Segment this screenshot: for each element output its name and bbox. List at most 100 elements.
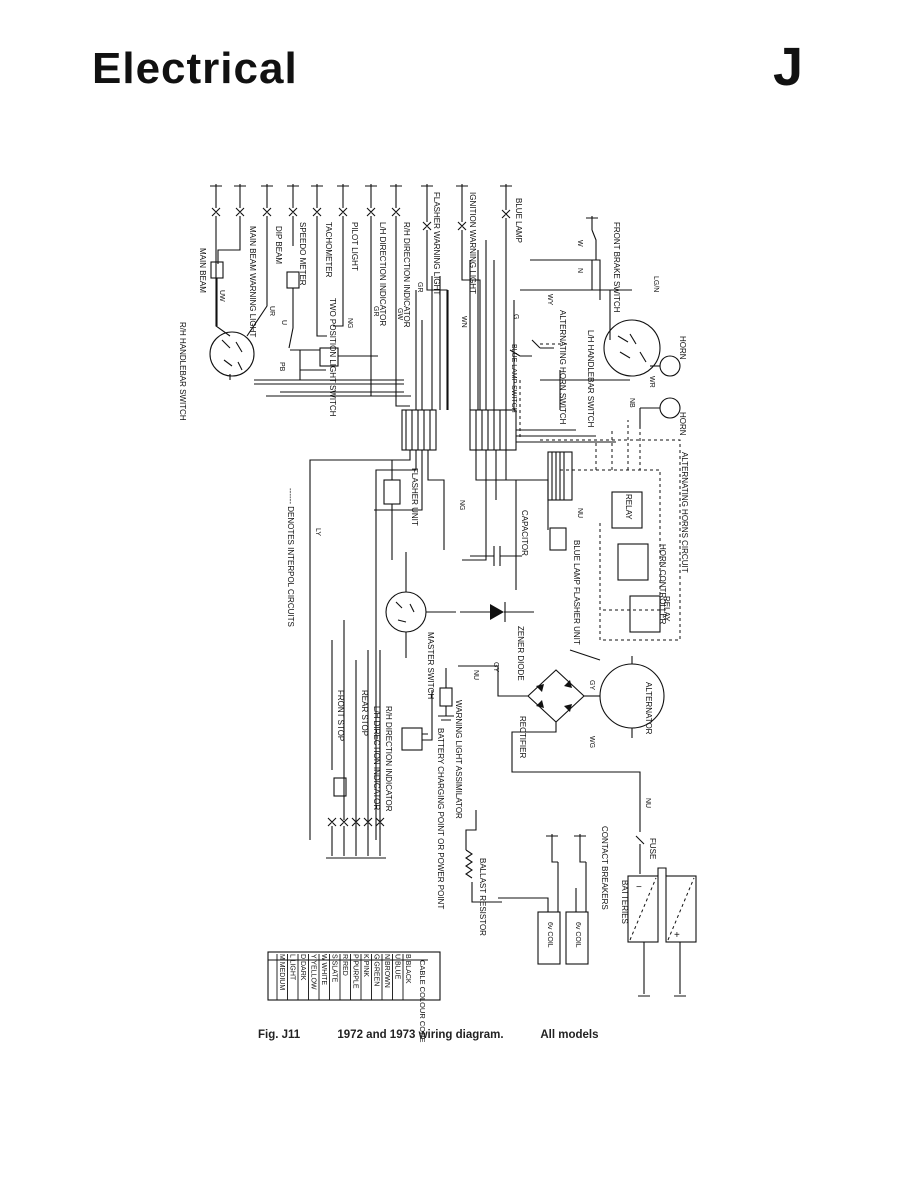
- battery-point: BATTERY CHARGING POINT OR POWER POINT: [401, 690, 445, 909]
- svg-text:GY: GY: [492, 662, 499, 672]
- rectifier-label: RECTIFIER: [518, 716, 527, 758]
- svg-text:WG: WG: [588, 736, 595, 748]
- svg-text:U: U: [280, 320, 287, 325]
- warning-assimilator: WARNING LIGHT ASSIMILATOR: [438, 668, 463, 819]
- alternator: ALTERNATOR: [569, 649, 665, 738]
- colour-code-title: CABLE COLOUR CODE: [418, 960, 427, 1043]
- warning-assim-label: WARNING LIGHT ASSIMILATOR: [454, 700, 463, 819]
- front-stop-label: FRONT STOP: [336, 690, 345, 741]
- svg-text:N: N: [576, 268, 583, 273]
- svg-text:UR: UR: [268, 306, 275, 316]
- svg-text:−: −: [636, 882, 642, 893]
- svg-text:NU: NU: [644, 798, 651, 808]
- contact-breakers: CONTACT BREAKERS: [546, 826, 609, 912]
- top-lamp-row: MAIN BEAM MAIN BEAM WARNING LIGHT DIP BE…: [198, 184, 523, 410]
- colour-code-row: B BLACK: [404, 954, 411, 984]
- svg-text:NB: NB: [628, 398, 635, 408]
- contact-breakers-label: CONTACT BREAKERS: [600, 826, 609, 910]
- front-brake-switch: FRONT BRAKE SWITCH: [586, 216, 632, 313]
- batteries-label: BATTERIES: [620, 880, 629, 924]
- page-title: Electrical: [92, 44, 298, 93]
- svg-text:WY: WY: [546, 294, 553, 306]
- colour-code-row: U BLUE: [394, 954, 401, 980]
- ignition-coils: 6v COIL 6v COIL: [498, 888, 589, 965]
- svg-text:GW: GW: [396, 308, 403, 320]
- relay1-label: RELAY: [624, 494, 633, 520]
- blue-lamp-flasher-label: BLUE LAMP FLASHER UNIT: [572, 540, 581, 645]
- two-position-label: TWO POSITION LIGHT SWITCH: [328, 298, 337, 417]
- figure-models: All models: [540, 1029, 599, 1041]
- colour-code-row: Y YELLOW: [310, 954, 317, 990]
- blue-lamp-flasher: BLUE LAMP FLASHER UNIT: [549, 527, 581, 645]
- master-switch: MASTER SWITCH: [385, 552, 456, 699]
- blue-lamp-label: BLUE LAMP: [514, 198, 523, 243]
- svg-text:+: +: [674, 930, 680, 941]
- svg-text:NU: NU: [576, 508, 583, 518]
- lh-ind-rear-label: L/H DIRECTION INDICATOR: [372, 706, 381, 810]
- ballast-resistor: BALLAST RESISTOR: [465, 810, 502, 936]
- lh-handlebar-switch: L/H HANDLEBAR SWITCH: [586, 319, 661, 428]
- flasher-unit: FLASHER UNIT: [383, 460, 419, 560]
- svg-text:GY: GY: [588, 680, 595, 690]
- rear-lamp-row: R/H DIRECTION INDICATOR L/H DIRECTION IN…: [326, 620, 393, 859]
- section-letter: J: [773, 37, 804, 97]
- rh-handlebar-label: R/H HANDLEBAR SWITCH: [178, 322, 187, 421]
- colour-code-row: P PURPLE: [352, 954, 359, 989]
- figure-title: 1972 and 1973 wiring diagram.: [337, 1029, 504, 1041]
- svg-text:GR: GR: [372, 306, 379, 317]
- batteries: − + BATTERIES: [620, 867, 697, 997]
- colour-code-row: S SLATE: [331, 954, 338, 983]
- horn1-label: HORN: [678, 336, 687, 360]
- svg-text:W: W: [576, 240, 583, 247]
- dip-beam-label: DIP BEAM: [274, 226, 283, 264]
- speedo-label: SPEEDO METER: [298, 222, 307, 286]
- lh-indicator-label: L/H DIRECTION INDICATOR: [378, 222, 387, 326]
- svg-text:LY: LY: [314, 528, 321, 536]
- alt-horns-circuit: ALTERNATING HORNS CIRCUIT RELAY HORN CON…: [519, 343, 689, 641]
- zener-diode: ZENER DIODE: [460, 602, 534, 681]
- ballast-label: BALLAST RESISTOR: [478, 858, 487, 936]
- flasher-unit-label: FLASHER UNIT: [410, 468, 419, 526]
- alt-horn-switch: ALTERNATING HORN SWITCH BLUE LAMP SWITCH: [509, 310, 567, 425]
- terminal-block-left: [401, 409, 437, 451]
- horn-controller-label: HORN CONTROLLER: [658, 544, 667, 625]
- capacitor-label: CAPACITOR: [520, 510, 529, 556]
- ignition-warning-label: IGNITION WARNING LIGHT: [468, 192, 477, 294]
- capacitor: CAPACITOR: [470, 510, 529, 566]
- colour-code-row: D DARK: [299, 954, 306, 981]
- rh-handlebar-switch: R/H HANDLEBAR SWITCH: [178, 322, 255, 421]
- horn-2: HORN: [639, 397, 687, 436]
- svg-text:UW: UW: [218, 290, 225, 302]
- two-position-switch: TWO POSITION LIGHT SWITCH: [290, 298, 378, 417]
- coil2-label: 6v COIL: [574, 922, 581, 948]
- horn2-label: HORN: [678, 412, 687, 436]
- main-beam-label: MAIN BEAM: [198, 248, 207, 293]
- figure-number: Fig. J11: [258, 1029, 301, 1041]
- fuse-label: FUSE: [648, 838, 657, 859]
- front-brake-label: FRONT BRAKE SWITCH: [612, 222, 621, 313]
- wire-labels: UW UR U NG GR GW GR WN WY PB LY LG/N NB …: [218, 240, 659, 808]
- alternator-label: ALTERNATOR: [644, 682, 653, 735]
- relay2-label: RELAY: [662, 596, 671, 622]
- colour-code-row: M MEDIUM: [278, 954, 285, 990]
- main-beam-warning-label: MAIN BEAM WARNING LIGHT: [248, 226, 257, 337]
- harness-trunks: [229, 238, 630, 840]
- alt-horns-circuit-label: ALTERNATING HORNS CIRCUIT: [680, 452, 689, 573]
- colour-code-row: W WHITE: [320, 954, 327, 985]
- rh-indicator-label: R/H DIRECTION INDICATOR: [402, 222, 411, 328]
- lh-handlebar-label: L/H HANDLEBAR SWITCH: [586, 330, 595, 428]
- svg-text:LG/N: LG/N: [652, 276, 659, 292]
- terminal-block-right: [469, 409, 517, 451]
- svg-text:G: G: [512, 314, 519, 319]
- colour-code-row: L LIGHT: [289, 954, 296, 981]
- interpol-note: ------ DENOTES INTERPOL CIRCUITS: [286, 488, 295, 627]
- svg-text:WN: WN: [460, 316, 467, 328]
- colour-code-row: N BROWN: [383, 954, 390, 988]
- svg-text:NG: NG: [458, 500, 465, 511]
- figure-caption: Fig. J11 1972 and 1973 wiring diagram. A…: [258, 1029, 633, 1041]
- pilot-light-label: PILOT LIGHT: [350, 222, 359, 271]
- fuse: FUSE: [635, 792, 657, 874]
- coil1-label: 6v COIL: [546, 922, 553, 948]
